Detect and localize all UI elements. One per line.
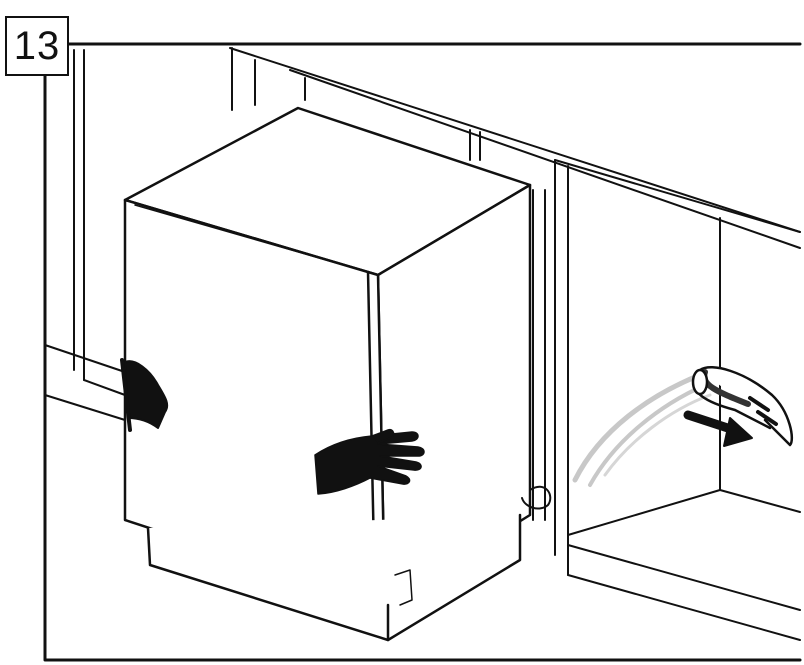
kitchen-cabinets — [44, 47, 801, 641]
step-number-box: 13 — [5, 16, 69, 76]
hand-icon — [314, 428, 425, 495]
step-number: 13 — [13, 23, 61, 68]
illustration-frame — [43, 42, 802, 662]
hand-icon — [120, 358, 169, 432]
drain-hose — [521, 372, 712, 510]
arrow-right-icon — [683, 410, 753, 447]
hose-icon — [691, 366, 794, 447]
dishwasher — [123, 106, 532, 642]
